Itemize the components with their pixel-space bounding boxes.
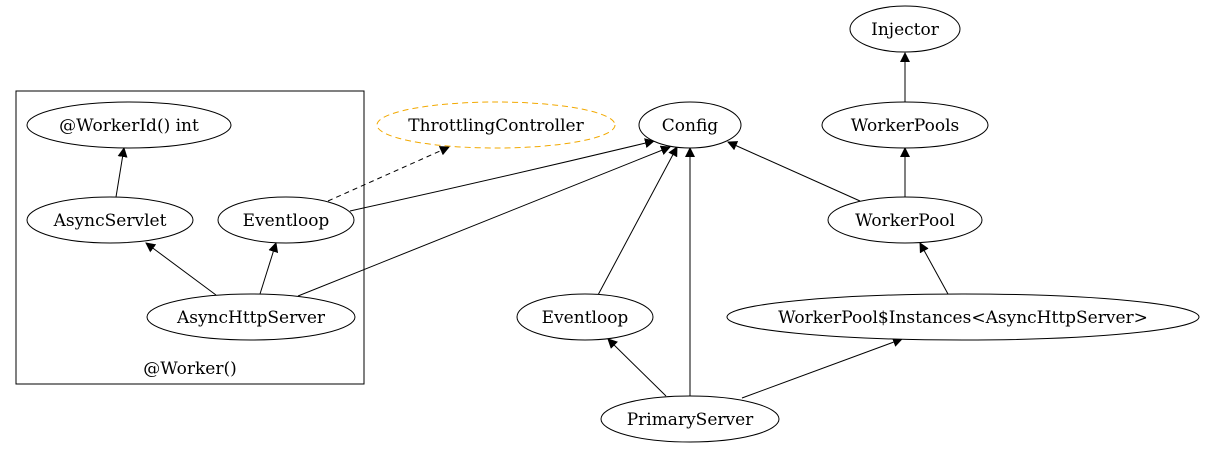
edge-workerid-asyncservlet bbox=[115, 147, 128, 198]
node-workerid: @WorkerId() int bbox=[26, 101, 232, 149]
node-workerpool-instances-label: WorkerPool$Instances<AsyncHttpServer> bbox=[778, 308, 1148, 328]
node-primaryserver-label: PrimaryServer bbox=[627, 410, 754, 430]
cluster-label: @Worker() bbox=[143, 359, 236, 379]
node-asynchttpserver-label: AsyncHttpServer bbox=[176, 308, 326, 328]
node-workerpool-label: WorkerPool bbox=[855, 211, 955, 231]
edge-asynchttpserver-eventloop bbox=[259, 242, 279, 295]
edge-asynchttpserver-asyncservlet bbox=[145, 242, 217, 296]
node-eventloop-outer: Eventloop bbox=[516, 293, 654, 341]
edge-asynchttpserver-config bbox=[297, 145, 671, 297]
node-config: Config bbox=[638, 101, 742, 149]
node-eventloop-inner-label: Eventloop bbox=[243, 211, 330, 231]
edge-primaryserver-eventloop bbox=[607, 338, 667, 397]
edge-eventloop-throttling bbox=[327, 146, 450, 202]
node-asynchttpserver: AsyncHttpServer bbox=[146, 293, 356, 341]
edge-primaryserver-instances bbox=[741, 337, 903, 399]
node-workerpool-instances: WorkerPool$Instances<AsyncHttpServer> bbox=[726, 293, 1200, 341]
edge-workerpool-config bbox=[727, 141, 861, 202]
edge-eventloop-config bbox=[349, 138, 655, 212]
node-workerpools: WorkerPools bbox=[821, 101, 989, 149]
node-asyncservlet: AsyncServlet bbox=[26, 196, 194, 244]
node-eventloop-outer-label: Eventloop bbox=[542, 308, 629, 328]
edge-instances-workerpool bbox=[919, 242, 949, 295]
worker-cluster: @Worker() bbox=[15, 90, 365, 385]
node-eventloop-inner: Eventloop bbox=[217, 196, 355, 244]
edge-eventloop-outer-config bbox=[597, 146, 678, 296]
node-injector: Injector bbox=[849, 5, 961, 53]
node-injector-label: Injector bbox=[871, 20, 940, 40]
node-workerpools-label: WorkerPools bbox=[851, 116, 960, 136]
node-throttlingcontroller-label: ThrottlingController bbox=[408, 116, 584, 136]
node-workerpool: WorkerPool bbox=[827, 196, 983, 244]
edges bbox=[115, 52, 949, 399]
node-asyncservlet-label: AsyncServlet bbox=[53, 211, 167, 231]
node-workerid-label: @WorkerId() int bbox=[59, 116, 199, 136]
node-primaryserver: PrimaryServer bbox=[600, 395, 780, 443]
node-config-label: Config bbox=[662, 116, 719, 136]
node-throttlingcontroller: ThrottlingController bbox=[376, 101, 616, 149]
